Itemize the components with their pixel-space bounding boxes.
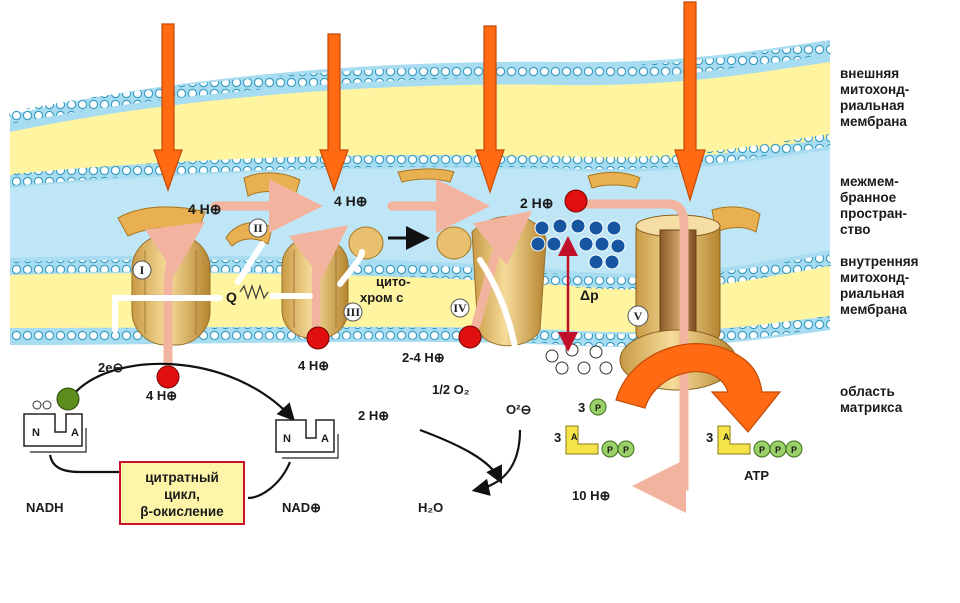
nad-molecule: N A <box>275 419 339 459</box>
water-label: H₂O <box>418 500 443 515</box>
red-dot-c3 <box>306 326 330 350</box>
oxygen-label: 1/2 O₂ <box>432 382 470 397</box>
proton-c4-out: 2 H⊕ <box>520 195 554 211</box>
nad-a: A <box>321 433 329 445</box>
outer-membrane-l4: мембрана <box>840 114 907 129</box>
complex-V-label: V <box>634 309 643 323</box>
atp-count: 3 <box>706 430 713 445</box>
orange-annotation-arrows <box>153 1 782 433</box>
proton-gradient: Δp <box>530 218 626 375</box>
phosphate-count: 3 <box>578 400 585 415</box>
nadh-n: N <box>32 427 40 439</box>
proton-c3-out: 4 H⊕ <box>334 193 368 209</box>
red-dot-h <box>564 189 588 213</box>
electrons-label: 2e⊖ <box>98 360 123 375</box>
complex-IV-label: IV <box>453 301 467 315</box>
proton-atp-out: 10 H⊕ <box>572 488 610 503</box>
proton-c1-in: 4 H⊕ <box>146 388 177 403</box>
ims-l4: ство <box>840 222 871 237</box>
q-label: Q <box>226 289 237 305</box>
ims-l3: простран- <box>840 206 907 221</box>
diagram-labels: 4 H⊕ 4 H⊕ 2 H⊕ 4 H⊕ 4 H⊕ 2-4 H⊕ 2 H⊕ 10 … <box>26 193 610 515</box>
outer-membrane-l3: риальная <box>840 98 904 113</box>
proton-c4-in: 2-4 H⊕ <box>402 350 445 365</box>
cycle-line-3: β-окисление <box>140 504 224 519</box>
red-dot-c1 <box>156 365 180 389</box>
orange-down-arrow-2 <box>319 33 349 192</box>
cytochrome-line-2: хром с <box>360 290 403 305</box>
adp-count: 3 <box>554 430 561 445</box>
matrix-l1: область <box>840 384 895 399</box>
atp-p2: P <box>775 445 781 455</box>
electron-path <box>112 241 523 383</box>
matrix-l2: матрикса <box>840 400 903 415</box>
proton-flow <box>145 179 689 513</box>
orange-down-arrow-1 <box>153 23 183 192</box>
nadh-a: A <box>71 427 79 439</box>
ims-l2: бранное <box>840 190 897 205</box>
outer-membrane <box>8 40 831 190</box>
inner-membrane-l4: мембрана <box>840 302 907 317</box>
orange-down-arrow-4 <box>674 1 706 203</box>
complex-III-label: III <box>346 305 360 319</box>
atp-p1: P <box>759 445 765 455</box>
dot-markers <box>56 189 588 411</box>
orange-down-arrow-3 <box>475 25 505 194</box>
complex-II-label: II <box>253 221 263 235</box>
green-dot-nadh <box>56 387 80 411</box>
inner-membrane-l3: риальная <box>840 286 904 301</box>
cycle-line-1: цитратный <box>145 470 219 485</box>
red-dot-c4 <box>458 325 482 349</box>
ubiquinone-q: Q <box>226 283 269 305</box>
delta-p-label: Δp <box>580 287 599 303</box>
atp-label: ATP <box>744 468 769 483</box>
adp-p1: P <box>607 445 613 455</box>
complex-I-label: I <box>140 263 145 277</box>
proton-c3-in: 4 H⊕ <box>298 358 329 373</box>
complex-II: II <box>225 218 273 247</box>
atp-a: A <box>723 432 730 442</box>
outer-membrane-l1: внешняя <box>840 66 899 81</box>
oxide-label: O²⊖ <box>506 402 531 417</box>
orange-curved-arrow <box>615 343 782 433</box>
cycle-line-2: цикл, <box>164 487 200 502</box>
ims-l1: межмем- <box>840 174 899 189</box>
citrate-cycle-box: цитратный цикл, β-окисление <box>119 461 245 525</box>
adp-p2: P <box>623 445 629 455</box>
cytochrome-c <box>348 226 472 260</box>
proton-matrix-mid: 2 H⊕ <box>358 408 389 423</box>
nadh-molecule: N A <box>23 400 87 453</box>
nad-label: NAD⊕ <box>282 500 321 515</box>
phosphate-p: P <box>595 403 601 413</box>
atp-synthesis: 3 P 3 A P P 3 A P P P ATP <box>554 398 803 483</box>
nadh-label: NADH <box>26 500 64 515</box>
inner-membrane-l1: внутренняя <box>840 254 919 269</box>
inner-membrane-l2: митохонд- <box>840 270 909 285</box>
adp-a: A <box>571 432 578 442</box>
atp-p3: P <box>791 445 797 455</box>
reaction-arrows <box>48 362 522 500</box>
outer-membrane-l2: митохонд- <box>840 82 909 97</box>
proton-c1-out: 4 H⊕ <box>188 201 222 217</box>
nad-n: N <box>283 433 291 445</box>
cytochrome-line-1: цито- <box>376 274 410 289</box>
side-labels: внешняя митохонд- риальная мембрана межм… <box>840 66 919 415</box>
